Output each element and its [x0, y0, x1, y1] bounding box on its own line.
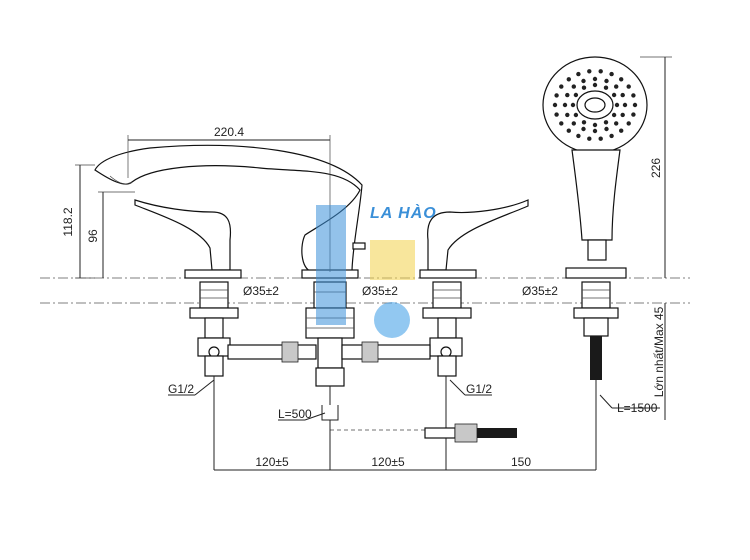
thread-right-label: G1/2: [466, 382, 492, 396]
spray-nozzle-dot: [619, 128, 624, 133]
spacing-right-label: 120±5: [371, 455, 405, 469]
spray-nozzle-dot: [604, 78, 609, 84]
spout-height-label: 118.2: [61, 207, 75, 236]
watermark-text: LA HÀO: [370, 203, 437, 222]
spray-nozzle-dot: [566, 77, 571, 82]
spray-nozzle-dot: [581, 120, 587, 125]
spray-nozzle-dot: [609, 71, 614, 77]
watermark: LA HÀO: [316, 203, 437, 338]
spray-nozzle-dot: [554, 112, 559, 117]
spray-nozzle-dot: [619, 77, 624, 82]
spray-nozzles: [552, 69, 638, 141]
spacing-shower-label: 150: [511, 455, 531, 469]
hand-shower: L=1500: [542, 56, 660, 470]
spray-nozzle-dot: [565, 112, 570, 118]
spray-nozzle-dot: [603, 120, 609, 125]
hose-shower-label: L=1500: [617, 401, 658, 415]
spacing-dims: 120±5 120±5 150: [214, 455, 596, 471]
spray-nozzle-dot: [571, 121, 576, 126]
spray-nozzle-dot: [604, 126, 609, 132]
spray-nozzle-dot: [598, 136, 603, 141]
spray-nozzle-dot: [576, 71, 581, 77]
spray-nozzle-dot: [592, 122, 598, 128]
spray-nozzle-dot: [603, 85, 609, 90]
max-deck-label: Lớn nhất/Max 45: [652, 306, 666, 397]
spray-nozzle-dot: [609, 133, 614, 139]
spray-nozzle-dot: [632, 102, 638, 108]
spray-nozzle-dot: [620, 112, 625, 118]
spray-nozzle-dot: [581, 85, 587, 90]
connecting-pipes: [227, 341, 431, 363]
spray-nozzle-dot: [581, 78, 586, 84]
spray-nozzle-dot: [592, 82, 598, 88]
spray-nozzle-dot: [626, 121, 631, 126]
loose-hose-connector: [424, 423, 517, 443]
spray-nozzle-dot: [565, 92, 570, 98]
spray-nozzle-dot: [559, 84, 564, 89]
spray-nozzle-dot: [570, 102, 576, 108]
handshower-height-label: 226: [649, 158, 663, 178]
spray-nozzle-dot: [587, 136, 592, 141]
spout-assembly: [94, 144, 529, 279]
spray-nozzle-dot: [592, 76, 598, 82]
spacing-left-label: 120±5: [255, 455, 289, 469]
hole-left-label: Ø35±2: [243, 284, 279, 298]
spout-reach-label: 220.4: [214, 125, 244, 139]
spray-nozzle-dot: [566, 128, 571, 133]
hose-center-label: L=500: [278, 407, 312, 421]
spray-nozzle-dot: [576, 133, 581, 139]
spray-nozzle-dot: [611, 92, 617, 98]
spray-nozzle-dot: [622, 102, 628, 108]
spray-nozzle-dot: [592, 128, 598, 134]
spray-nozzle-dot: [552, 102, 558, 108]
spray-nozzle-dot: [559, 121, 564, 126]
valve-right: G1/2: [422, 281, 492, 470]
spray-nozzle-dot: [571, 84, 576, 89]
spray-nozzle-dot: [614, 84, 619, 89]
spray-nozzle-dot: [598, 69, 603, 74]
spray-nozzle-dot: [631, 112, 636, 117]
hole-center-label: Ø35±2: [362, 284, 398, 298]
spray-nozzle-dot: [614, 121, 619, 126]
spray-nozzle-dot: [581, 126, 586, 132]
thread-left-label: G1/2: [168, 382, 194, 396]
spout-height-dims: 118.2 96: [61, 164, 135, 279]
handshower-dims: 226 Lớn nhất/Max 45: [640, 56, 672, 420]
spray-nozzle-dot: [573, 112, 579, 118]
spray-nozzle-dot: [611, 112, 617, 118]
spray-nozzle-dot: [573, 92, 579, 98]
spray-nozzle-dot: [554, 93, 559, 98]
valve-left: G1/2: [168, 281, 239, 470]
spray-nozzle-dot: [620, 92, 625, 98]
handle-height-label: 96: [86, 229, 100, 243]
spray-nozzle-dot: [631, 93, 636, 98]
spray-nozzle-dot: [614, 102, 620, 108]
spray-nozzle-dot: [626, 84, 631, 89]
spray-nozzle-dot: [562, 102, 568, 108]
spray-nozzle-dot: [587, 69, 592, 74]
hole-shower-label: Ø35±2: [522, 284, 558, 298]
spout-reach-dim: 220.4: [127, 125, 331, 272]
